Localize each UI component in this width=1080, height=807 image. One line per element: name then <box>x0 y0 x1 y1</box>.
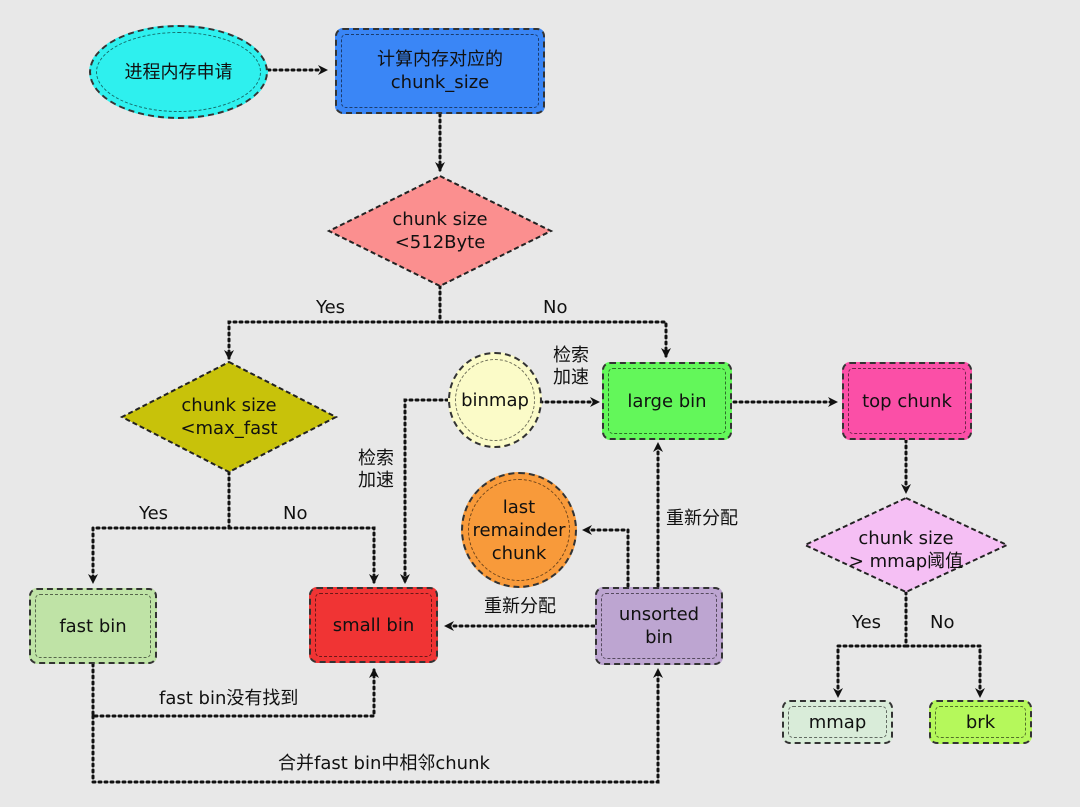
mmap-node: mmap <box>782 700 893 744</box>
top-chunk-node: top chunk <box>842 362 972 440</box>
unsorted-bin-label: unsorted bin <box>618 604 700 648</box>
decision-mmap-label-box: chunk size > mmap阈值 <box>826 525 986 575</box>
binmap-label: binmap <box>461 389 529 411</box>
mmap-label: mmap <box>808 711 867 733</box>
decision-fast-label: chunk size <max_fast <box>180 395 278 439</box>
compute-size-label: 计算内存对应的 chunk_size <box>377 49 503 93</box>
decision-fast-shape <box>119 360 339 474</box>
start-node-label: 进程内存申请 <box>124 61 233 83</box>
arrow-unsorted-to-last-remainder <box>582 525 630 588</box>
arrow-fast-yes <box>88 470 231 584</box>
arrow-merge-fast <box>91 668 663 784</box>
small-bin-node: small bin <box>309 587 438 663</box>
decision-mmap-shape <box>802 496 1010 594</box>
arrow-fast-no <box>227 526 379 584</box>
arrow-mmap-yes <box>833 590 908 698</box>
compute-size-node: 计算内存对应的 chunk_size <box>335 28 545 114</box>
small-bin-label: small bin <box>332 614 415 636</box>
brk-label: brk <box>965 711 996 733</box>
arrow-mmap-no <box>904 644 985 698</box>
last-remainder-node: last remainder chunk <box>461 472 577 588</box>
label-mmap-yes: Yes <box>852 612 882 633</box>
arrow-fast-not-found <box>91 662 379 718</box>
label-fast-no: No <box>283 503 308 524</box>
label-merge-fast: 合并fast bin中相邻chunk <box>278 753 490 774</box>
last-remainder-label: last remainder chunk <box>472 496 566 564</box>
decision-mmap-label: chunk size > mmap阈值 <box>848 528 964 572</box>
label-fast-yes: Yes <box>139 503 169 524</box>
decision-fast-label-box: chunk size <max_fast <box>149 392 309 442</box>
decision-size-shape <box>326 174 554 288</box>
label-binmap-small: 检索 加速 <box>358 448 394 491</box>
fast-bin-label: fast bin <box>59 615 127 637</box>
large-bin-node: large bin <box>602 362 732 440</box>
arrow-size-yes <box>224 284 442 360</box>
unsorted-bin-node: unsorted bin <box>595 587 723 665</box>
label-fast-not-found: fast bin没有找到 <box>159 688 299 709</box>
label-size-yes: Yes <box>316 297 346 318</box>
top-chunk-label: top chunk <box>862 390 952 412</box>
label-binmap-large: 检索 加速 <box>553 345 589 388</box>
binmap-node: binmap <box>448 352 542 448</box>
label-unsorted-to-small: 重新分配 <box>484 596 556 617</box>
arrow-size-no <box>438 320 671 358</box>
brk-node: brk <box>929 700 1032 744</box>
decision-size-label-box: chunk size <512Byte <box>360 206 520 256</box>
label-mmap-no: No <box>930 612 955 633</box>
label-size-no: No <box>543 297 568 318</box>
start-node: 进程内存申请 <box>89 25 268 119</box>
arrow-binmap-to-small <box>400 398 450 584</box>
decision-size-label: chunk size <512Byte <box>392 209 488 253</box>
fast-bin-node: fast bin <box>29 588 157 664</box>
large-bin-label: large bin <box>627 390 707 412</box>
label-unsorted-to-large: 重新分配 <box>666 508 738 529</box>
